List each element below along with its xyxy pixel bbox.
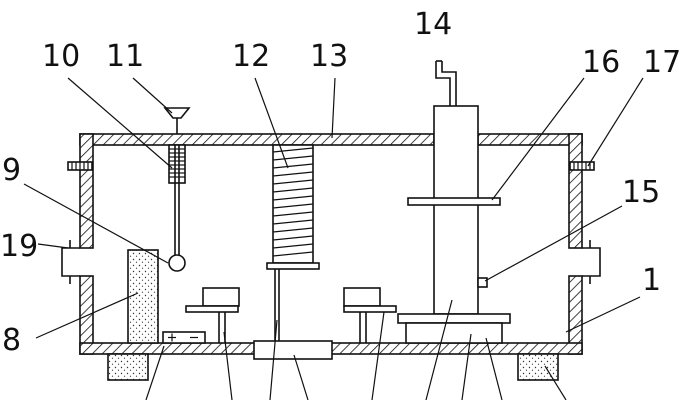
side-pipe-right — [582, 240, 601, 284]
float-rod-assembly — [163, 107, 191, 272]
sensor-bracket-right — [343, 287, 397, 343]
leader-bottom-g — [461, 333, 472, 400]
callout-10: 10 — [42, 39, 80, 74]
bottom-pump-block — [253, 340, 333, 360]
leader-9 — [23, 183, 169, 264]
leader-bottom-d — [293, 354, 309, 400]
leader-bottom-e — [371, 311, 385, 400]
leader-11 — [132, 77, 173, 114]
foot-left — [107, 353, 149, 381]
callout-17: 17 — [643, 45, 681, 80]
callout-16: 16 — [582, 45, 620, 80]
leader-lines — [23, 77, 644, 400]
leader-16 — [491, 77, 585, 201]
foot-right — [517, 353, 559, 381]
leader-bottom-f — [425, 299, 453, 400]
central-spring — [266, 144, 320, 343]
leader-1 — [565, 296, 641, 333]
leader-19 — [37, 243, 69, 249]
leader-8 — [35, 292, 139, 339]
callout-15: 15 — [622, 175, 660, 210]
callout-14: 14 — [414, 7, 452, 42]
column-assembly — [397, 60, 511, 344]
leader-10 — [67, 77, 173, 169]
leader-bottom-i — [544, 365, 567, 400]
callout-1: 1 — [642, 263, 661, 298]
leader-15 — [484, 205, 623, 282]
side-bolt-left — [67, 161, 93, 171]
callout-19: 19 — [0, 229, 38, 264]
callout-8: 8 — [2, 323, 21, 358]
leader-13 — [331, 77, 336, 139]
leader-17 — [587, 77, 644, 167]
callout-12: 12 — [232, 39, 270, 74]
battery-box — [162, 331, 206, 344]
leader-bottom-a — [145, 345, 165, 400]
callout-labels: 1 8 9 10 11 12 13 14 15 16 17 19 — [0, 7, 681, 358]
leader-12 — [254, 77, 289, 169]
callout-13: 13 — [310, 39, 348, 74]
callout-11: 11 — [106, 39, 144, 74]
leader-bottom-b — [223, 331, 233, 400]
callout-9: 9 — [2, 153, 21, 188]
leader-bottom-c — [269, 319, 278, 400]
leader-bottom-h — [485, 337, 503, 400]
side-pipe-left — [61, 240, 80, 284]
filter-block — [127, 249, 159, 344]
